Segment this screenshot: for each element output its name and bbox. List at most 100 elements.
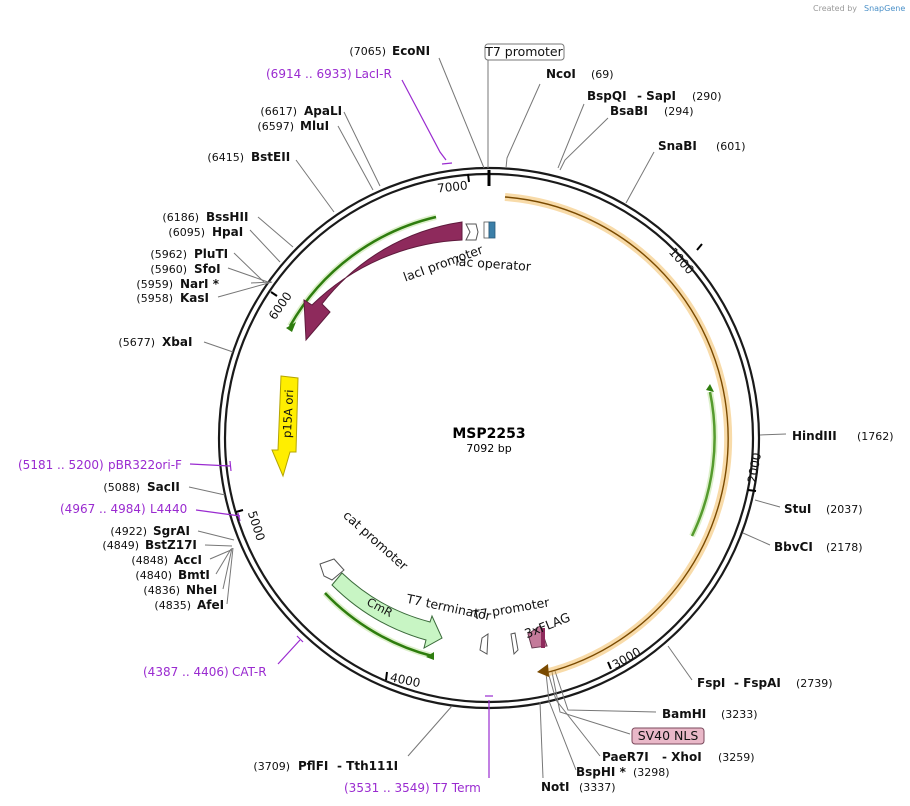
leader-ncoi [505,83,541,169]
site-name-snabi[interactable]: SnaBI [658,139,697,153]
tick-4000 [385,671,388,681]
site-name-bsshii[interactable]: BssHII [206,210,248,224]
site-name-sgrai[interactable]: SgrAI [153,524,190,538]
leader-kasi [217,281,273,298]
site-name-bstz17i[interactable]: BstZ17I [145,538,197,552]
site-pos-hindiii: (1762) [857,430,894,443]
tick-5000 [235,509,244,513]
site-pos-noti: (3337) [579,781,616,794]
site-name-noti[interactable]: NotI [541,780,570,794]
laci-arrow [303,221,463,342]
site-name-sacii[interactable]: SacII [147,480,180,494]
site-name-nari[interactable]: NarI * [180,277,220,291]
site-pos-pflfi: (3709) [253,760,290,773]
leader-sv40 [551,671,631,735]
site-name-bamhi[interactable]: BamHI [662,707,706,721]
site-name-mlui[interactable]: MluI [300,119,329,133]
site-name-econi[interactable]: EcoNI [392,44,430,58]
site-pos-bamhi: (3233) [721,708,758,721]
site-pos-sfoi: (5960) [150,263,187,276]
primer-name-laci-r[interactable]: LacI-R [355,67,392,81]
leader-cat-r [277,639,301,665]
tick-7000 [467,173,470,183]
primer-range-pbr322ori-f: (5181 .. 5200) [18,458,104,472]
tick-label-4000: 4000 [389,670,422,690]
site-name-xhoi: - XhoI [662,750,702,764]
site-name-bsphi[interactable]: BspHI * [576,765,627,779]
site-name-fspi[interactable]: FspI [697,676,725,690]
site-name-pluti[interactable]: PluTI [194,247,228,261]
site-name-tth111i-text[interactable]: Tth111I [346,759,398,773]
site-pos-bsphi: (3298) [633,766,670,779]
leader-afei [226,547,234,605]
site-pos-bsabi: (294) [664,105,694,118]
watermark-brand: SnapGene [864,4,905,13]
p15a-ori-arrow [271,375,299,478]
site-name-xhoi-text[interactable]: XhoI [671,750,702,764]
site-pos-bspqi: (290) [692,90,722,103]
leader-bmti [215,548,232,575]
site-pos-fspi: (2739) [796,677,833,690]
leader-hindiii [759,433,787,436]
orf-green-right-arrowhead [706,384,714,392]
site-name-kasi[interactable]: KasI [180,291,209,305]
leader-lines [188,57,787,779]
site-name-bmti[interactable]: BmtI [178,568,210,582]
site-name-bspqi[interactable]: BspQI [587,89,627,103]
leader-pflfi [407,705,453,757]
leader-stui [754,499,781,508]
lac-operator-white [483,221,490,239]
primer-mark-pbr322ori-f [229,460,232,472]
leader-bsphi [545,672,577,771]
orf-green-laci [288,215,437,327]
center-label: MSP2253 7092 bp [452,426,525,455]
primer-range-l4440: (4967 .. 4984) [60,502,146,516]
site-name-afei[interactable]: AfeI [197,598,224,612]
site-name-ncoi[interactable]: NcoI [546,67,576,81]
site-name-bsabi[interactable]: BsaBI [610,104,648,118]
leader-bbvci [742,532,771,546]
site-name-bsteii[interactable]: BstEII [251,150,290,164]
leader-sacii [188,486,226,496]
orf-green-cmr-arrowhead [426,652,434,660]
orf-green-right-glow [689,391,718,538]
primer-name-pbr322ori-f[interactable]: pBR322ori-F [108,458,182,472]
flag-label: 3xFLAG [522,609,572,641]
site-pos-bstz17i: (4849) [102,539,139,552]
site-name-bbvci[interactable]: BbvCI [774,540,813,554]
site-name-acci[interactable]: AccI [174,553,202,567]
site-pos-hpai: (6095) [168,226,205,239]
site-name-hpai[interactable]: HpaI [212,225,243,239]
cmr-arrow [331,572,443,649]
site-name-nhei[interactable]: NheI [186,583,217,597]
tick-2000 [747,489,757,492]
site-name-stui[interactable]: StuI [784,502,811,516]
site-name-sapi-text[interactable]: SapI [646,89,676,103]
primer-name-t7-term[interactable]: T7 Term [432,781,481,795]
leader-xbai [203,341,234,353]
lac-operator-box [488,221,496,239]
primer-leaders [189,79,493,778]
site-name-pflfi[interactable]: PflFI [298,759,328,773]
cat-promoter-label: cat promoter [340,507,411,573]
tick-label-7000: 7000 [436,178,468,195]
leader-acci [209,549,232,560]
leader-snabi [625,151,655,204]
site-pos-apali: (6617) [260,105,297,118]
site-name-hindiii[interactable]: HindIII [792,429,837,443]
site-name-sfoi[interactable]: SfoI [194,262,221,276]
tick-1000 [696,243,703,251]
primer-name-cat-r[interactable]: CAT-R [232,665,267,679]
primer-name-l4440[interactable]: L4440 [150,502,187,516]
site-name-fspai-text[interactable]: FspAI [743,676,781,690]
site-pos-bsshii: (6186) [162,211,199,224]
primer-labels: (6914 .. 6933) LacI-R (5181 .. 5200) pBR… [18,67,481,795]
plasmid-size: 7092 bp [466,442,511,455]
site-pos-mlui: (6597) [257,120,294,133]
site-name-xbai[interactable]: XbaI [162,335,192,349]
site-name-paer7i[interactable]: PaeR7I [602,750,649,764]
tick-6000 [270,291,278,297]
boxed-labels: T7 promoter SV40 NLS [484,43,705,745]
site-name-apali[interactable]: ApaLI [304,104,342,118]
